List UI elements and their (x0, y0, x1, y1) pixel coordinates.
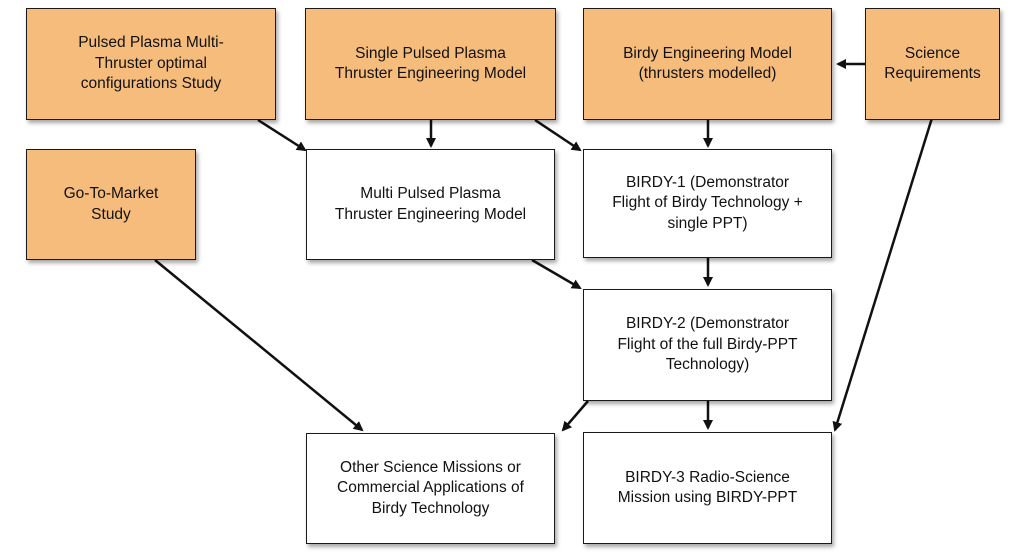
pulsed-plasma-study-label: Pulsed Plasma Multi- Thruster optimal co… (78, 34, 224, 93)
multi-ppt-engineering-model-label: Multi Pulsed Plasma Thruster Engineering… (334, 185, 527, 223)
birdy-engineering-model-label: Birdy Engineering Model (thrusters model… (623, 44, 792, 82)
single-ppt-engineering-model-label: Single Pulsed Plasma Thruster Engineerin… (334, 44, 527, 82)
birdy-engineering-model-box: Birdy Engineering Model (thrusters model… (583, 8, 832, 120)
multi-ppt-engineering-model-box: Multi Pulsed Plasma Thruster Engineering… (306, 149, 555, 260)
pulsed-plasma-study-box: Pulsed Plasma Multi- Thruster optimal co… (26, 8, 276, 120)
arrow-single-ppt-to-birdy1 (534, 118, 582, 152)
arrow-go-to-market-to-other (154, 259, 364, 432)
arrow-multi-ppt-to-birdy2 (531, 258, 582, 290)
birdy-3-label: BIRDY-3 Radio-Science Mission using BIRD… (617, 468, 798, 506)
birdy-1-box: BIRDY-1 (Demonstrator Flight of Birdy Te… (583, 149, 832, 258)
birdy-3-box: BIRDY-3 Radio-Science Mission using BIRD… (583, 432, 832, 544)
go-to-market-study-label: Go-To-Market Study (63, 185, 159, 223)
other-science-missions-box: Other Science Missions or Commercial App… (306, 433, 555, 544)
go-to-market-study-box: Go-To-Market Study (26, 149, 196, 260)
birdy-2-label: BIRDY-2 (Demonstrator Flight of the full… (617, 315, 798, 374)
birdy-1-label: BIRDY-1 (Demonstrator Flight of Birdy Te… (612, 173, 803, 232)
arrow-science-req-to-birdy3 (832, 117, 934, 432)
arrow-birdy2-to-other (561, 400, 589, 432)
single-ppt-engineering-model-box: Single Pulsed Plasma Thruster Engineerin… (305, 8, 556, 120)
arrow-pulsed-study-to-multi-ppt (257, 118, 307, 152)
birdy-2-box: BIRDY-2 (Demonstrator Flight of the full… (583, 289, 832, 401)
science-requirements-label: Science Requirements (884, 44, 981, 82)
science-requirements-box: Science Requirements (865, 8, 1000, 120)
other-science-missions-label: Other Science Missions or Commercial App… (337, 458, 524, 517)
